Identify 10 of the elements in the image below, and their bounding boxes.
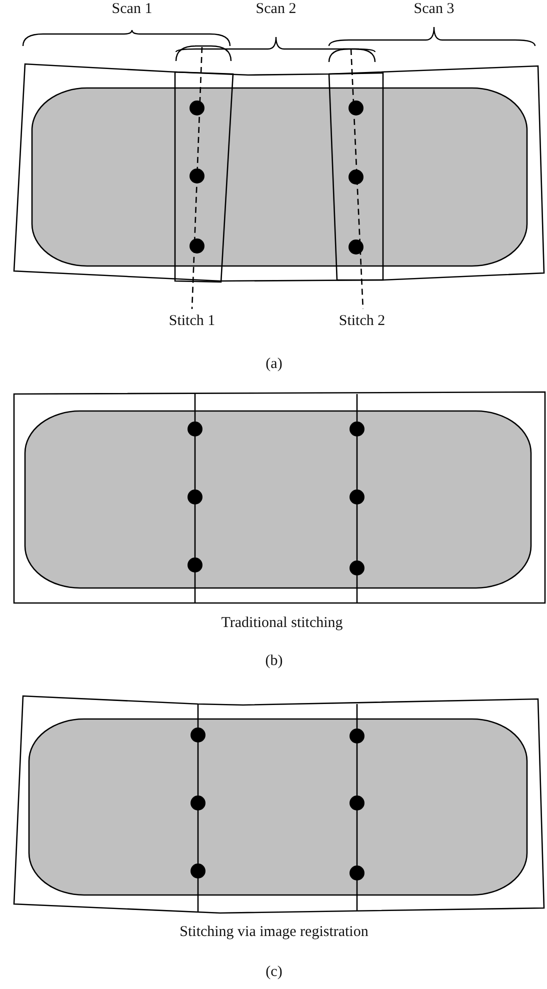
scan-label: Scan 1 [112, 0, 152, 18]
scan-label: Scan 3 [414, 0, 454, 18]
panel-caption: Stitching via image registration [180, 923, 368, 941]
scan-label: Scan 2 [256, 0, 296, 18]
panel-label: (a) [266, 355, 282, 373]
panel-label: (b) [265, 652, 283, 670]
panel-caption: Traditional stitching [221, 614, 343, 632]
stitch-label: Stitch 1 [168, 312, 216, 330]
stitch-label: Stitch 2 [338, 312, 386, 330]
panel-label: (c) [266, 963, 282, 981]
